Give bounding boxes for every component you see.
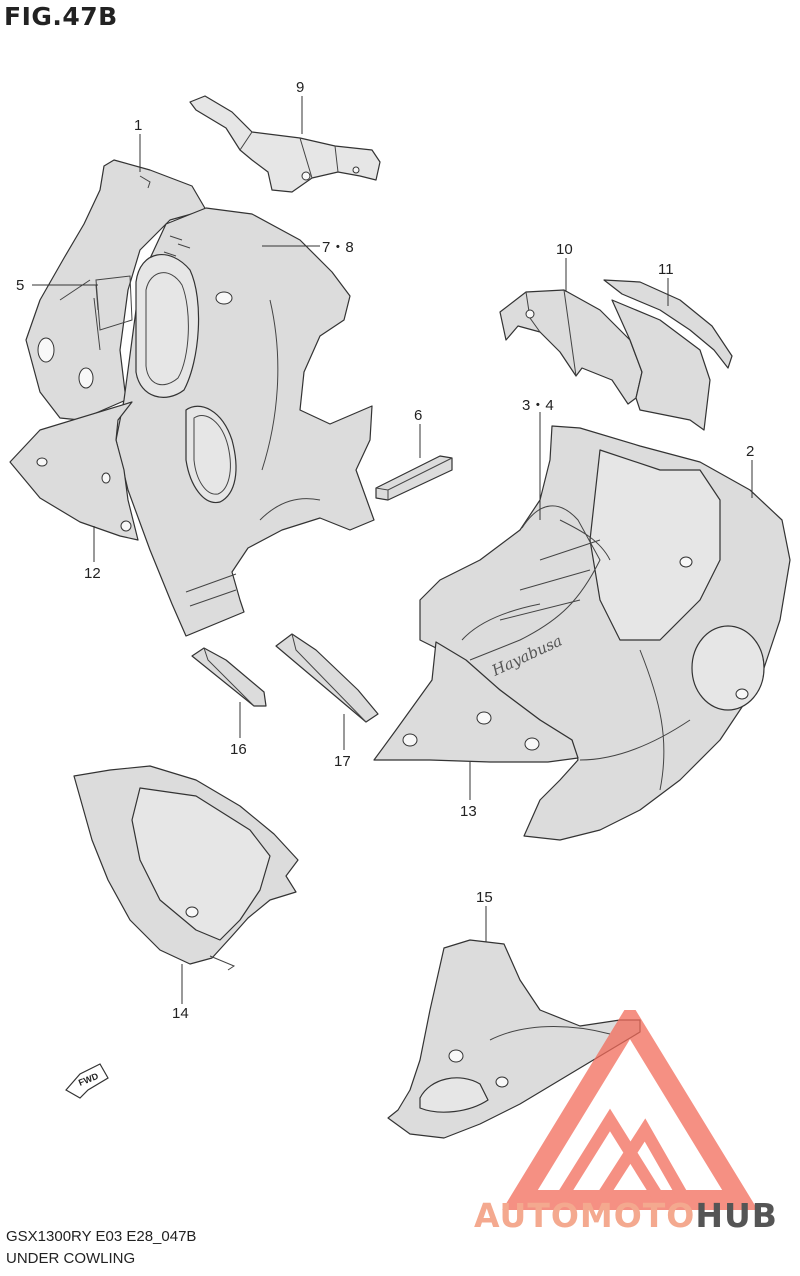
- watermark-text-hub: HUB: [695, 1196, 778, 1235]
- section-name: UNDER COWLING: [6, 1250, 136, 1267]
- part-9-bracket[interactable]: [189, 95, 381, 193]
- callout-labels: 1 2 3・4 5 6 7・8 9 10 11 12 13 14 15 16 1…: [16, 79, 754, 1022]
- watermark-text-automoto: AUTOMOTO: [474, 1196, 696, 1235]
- part-6-foam-strip[interactable]: [375, 455, 453, 501]
- model-code: GSX1300RY E03 E28_047B: [6, 1228, 197, 1245]
- part-10-upper-bracket[interactable]: [499, 289, 643, 405]
- callout-16: 16: [230, 741, 247, 758]
- callout-10: 10: [556, 241, 573, 258]
- figure-title: FIG.47B: [4, 2, 118, 31]
- callout-6: 6: [414, 407, 422, 424]
- callout-3-4: 3・4: [522, 397, 554, 414]
- part-15-under-cowling-center[interactable]: [387, 939, 641, 1139]
- part-2-side-cowling-right[interactable]: [419, 425, 791, 841]
- callout-5: 5: [16, 277, 24, 294]
- part-7-8-main-cowling-left[interactable]: [95, 207, 375, 637]
- part-16-foam-pad[interactable]: [191, 647, 267, 707]
- callout-15: 15: [476, 889, 493, 906]
- callout-13: 13: [460, 803, 477, 820]
- callout-9: 9: [296, 79, 304, 96]
- part-17-foam-pad[interactable]: [275, 633, 379, 723]
- watermark-text: AUTOMOTOHUB: [474, 1196, 778, 1235]
- callout-2: 2: [746, 443, 754, 460]
- part-14-under-cowling-left[interactable]: [73, 765, 299, 971]
- callout-14: 14: [172, 1005, 189, 1022]
- part-12-side-panel[interactable]: [9, 401, 139, 541]
- callout-11: 11: [658, 261, 674, 278]
- part-13-lower-front-panel[interactable]: [373, 641, 579, 763]
- callout-7-8: 7・8: [322, 239, 354, 256]
- callout-12: 12: [84, 565, 101, 582]
- fwd-arrow-icon: FWD: [65, 1063, 109, 1099]
- leader-lines: [32, 96, 753, 1004]
- callout-17: 17: [334, 753, 351, 770]
- watermark-logo: [502, 1010, 758, 1210]
- callout-1: 1: [134, 117, 142, 134]
